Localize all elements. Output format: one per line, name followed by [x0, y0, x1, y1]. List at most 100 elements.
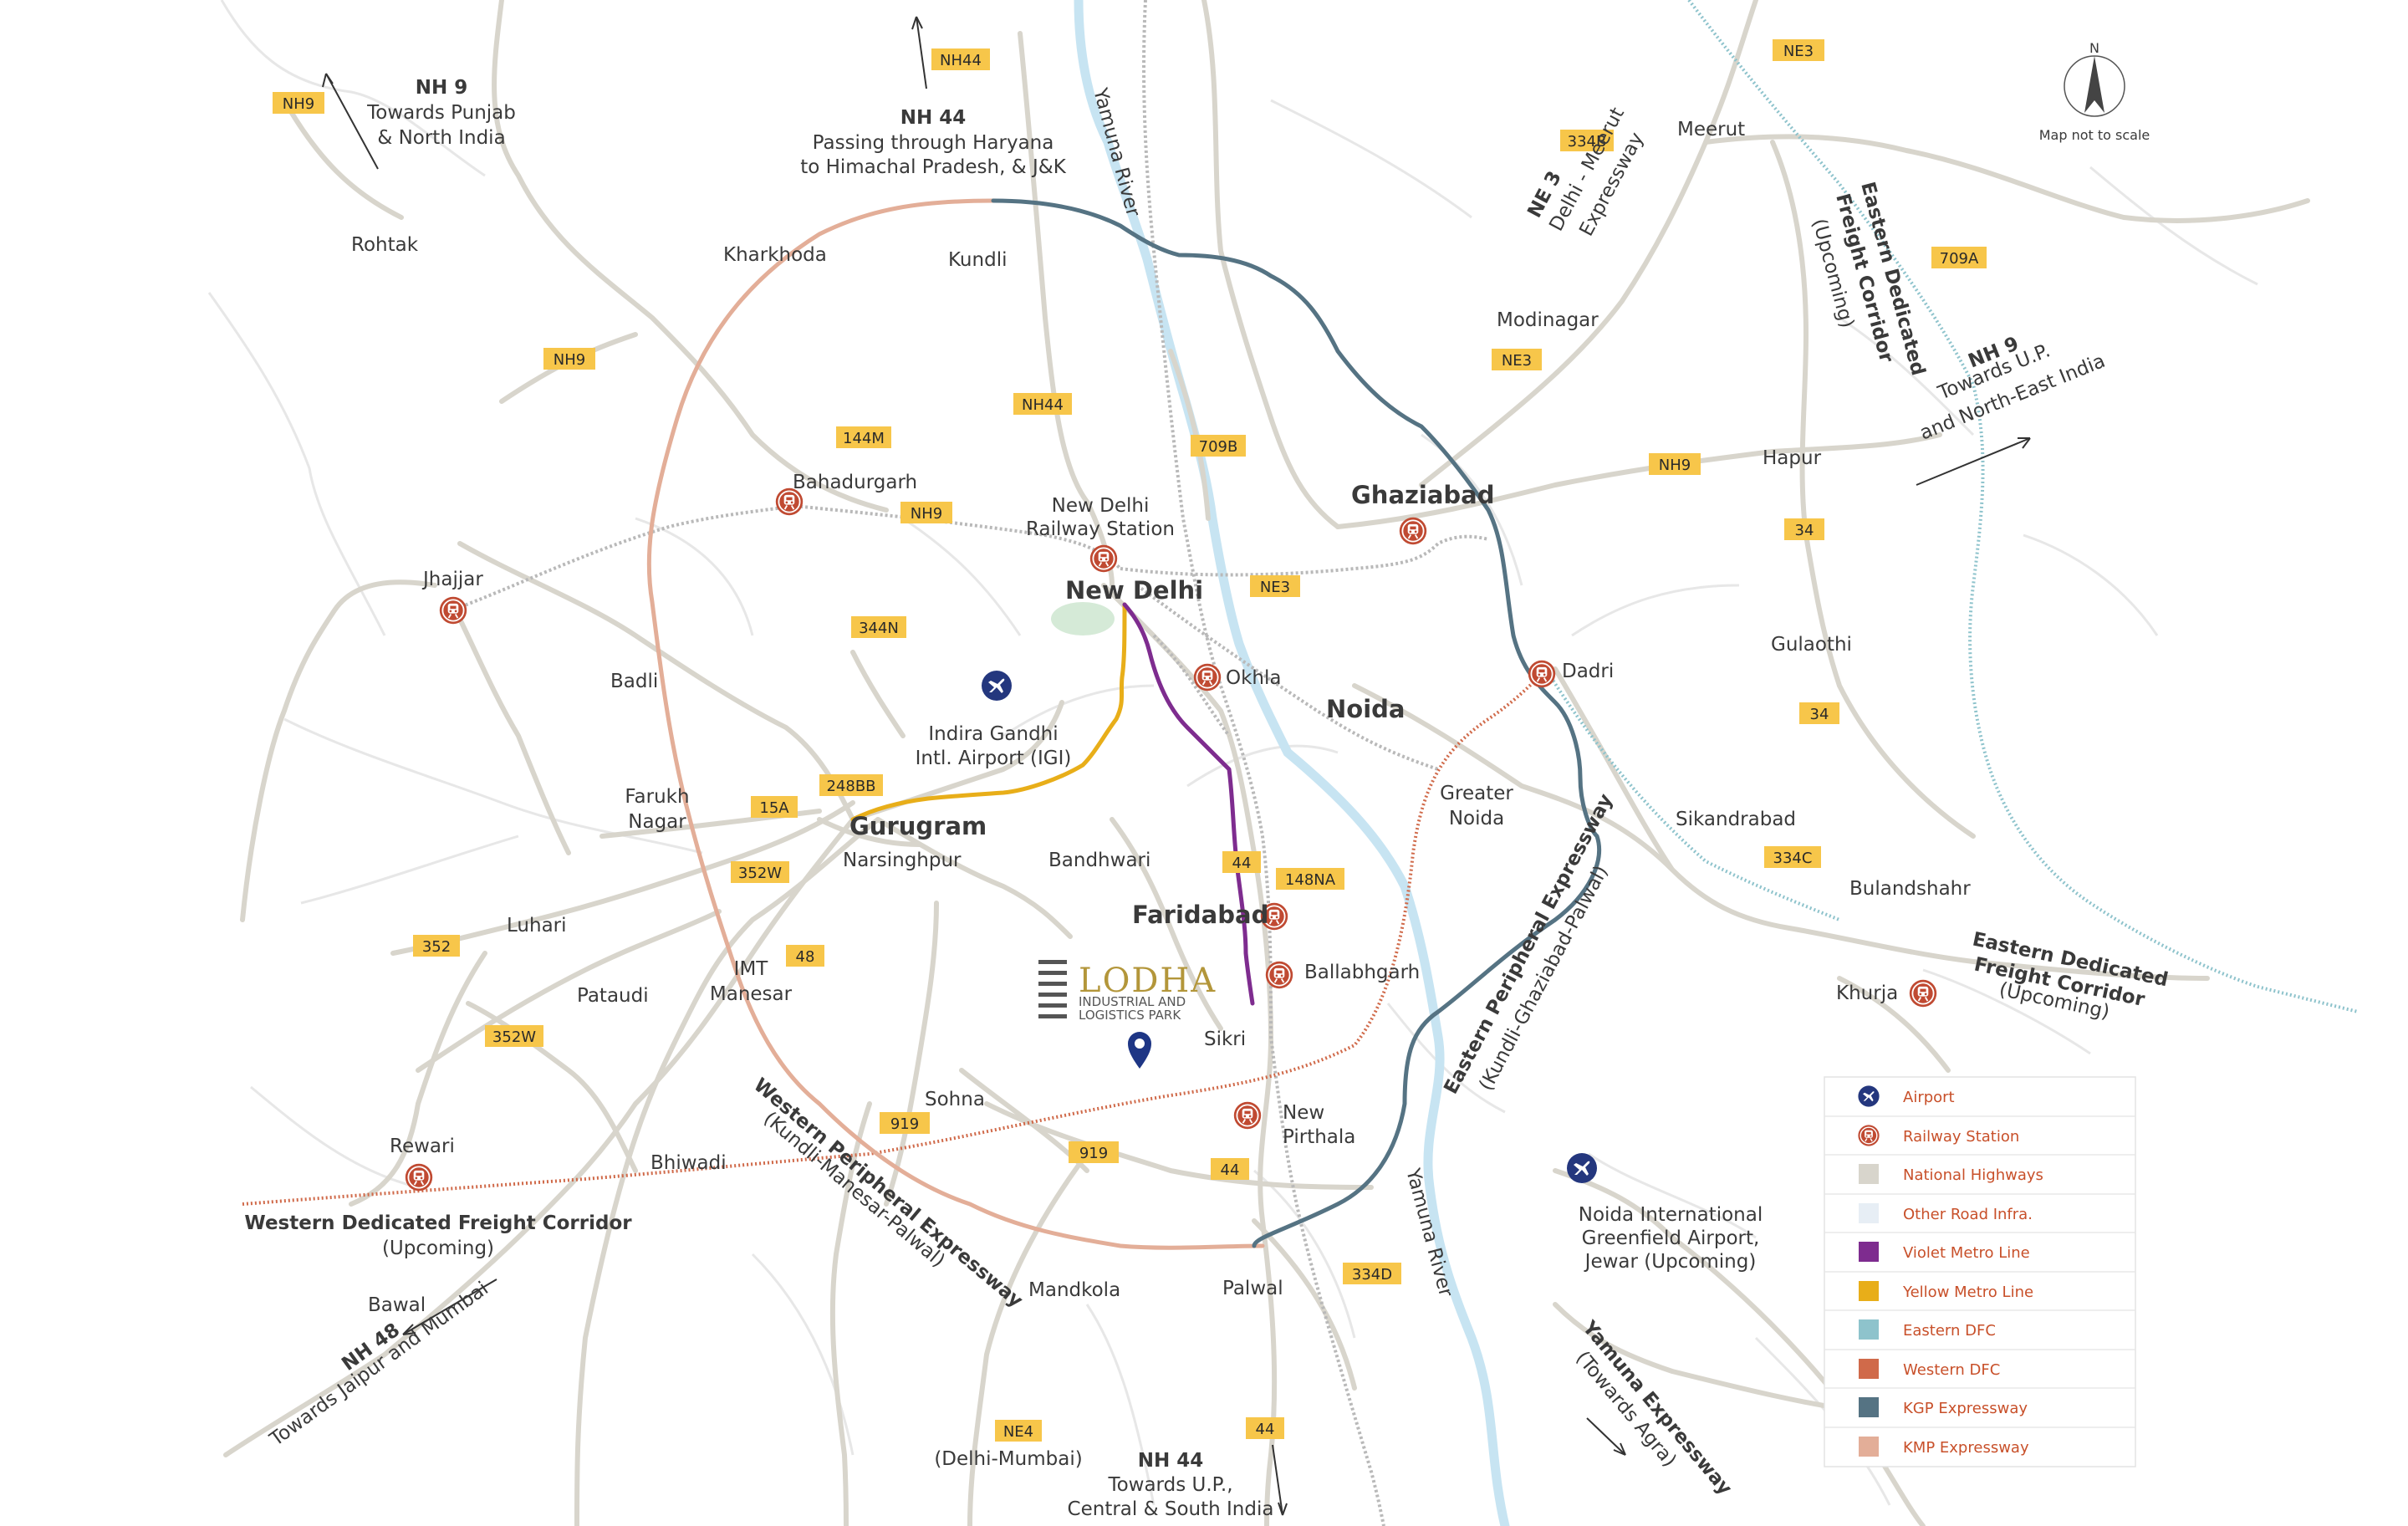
- svg-text:NE4: NE4: [1003, 1423, 1033, 1441]
- badge-144m: 144M: [836, 426, 891, 448]
- station-icon-ghaziabad[interactable]: [1398, 516, 1428, 546]
- badge-44-b: 44: [1211, 1158, 1249, 1180]
- label-noida: Noida: [1326, 695, 1405, 723]
- eastern-dfc-line: [1687, 0, 2359, 1013]
- svg-text:334C: 334C: [1773, 850, 1813, 867]
- station-icon-ballabhgarh[interactable]: [1264, 960, 1294, 990]
- svg-text:709B: 709B: [1199, 438, 1238, 456]
- legend-item-wdfc: Western DFC: [1859, 1359, 2000, 1379]
- svg-text:NH44: NH44: [940, 52, 982, 69]
- legend-airport-icon: [1858, 1085, 1880, 1107]
- legend-item-kmp: KMP Expressway: [1859, 1437, 2029, 1457]
- nh9-nw-title: NH 9: [416, 77, 468, 99]
- badge-nh9-b: NH9: [543, 348, 595, 370]
- scale-note: Map not to scale: [2039, 127, 2150, 143]
- label-ghaziabad: Ghaziabad: [1351, 481, 1495, 509]
- svg-text:NH9: NH9: [283, 95, 314, 113]
- label-gnoida-2: Noida: [1449, 808, 1504, 829]
- nh44-s-line-2: Central & South India: [1068, 1498, 1274, 1520]
- badge-nh44-a: NH44: [931, 48, 990, 70]
- station-icon-new-delhi[interactable]: [1089, 544, 1119, 574]
- project-logo[interactable]: LODHA INDUSTRIAL AND LOGISTICS PARK: [1038, 960, 1217, 1023]
- label-badli: Badli: [610, 671, 658, 692]
- station-icon-new-pirthala[interactable]: [1232, 1100, 1263, 1130]
- badge-344n: 344N: [851, 616, 906, 638]
- label-gnoida-1: Greater: [1440, 783, 1513, 804]
- badge-nh9-d: NH9: [1649, 453, 1701, 475]
- location-pin-icon[interactable]: [1128, 1032, 1151, 1069]
- label-imt-1: IMT: [734, 958, 769, 980]
- kmp-expressway: [646, 198, 1265, 1250]
- legend-rows: [1824, 1115, 2135, 1428]
- label-airport-2: Intl. Airport (IGI): [916, 748, 1072, 769]
- svg-text:NH9: NH9: [554, 351, 585, 369]
- legend-item-railway: Railway Station: [1857, 1124, 2019, 1147]
- label-meerut: Meerut: [1677, 119, 1745, 140]
- wdfc-subtitle: (Upcoming): [382, 1238, 494, 1259]
- label-imt-2: Manesar: [710, 983, 793, 1005]
- label-nd-station-2: Railway Station: [1026, 518, 1175, 540]
- label-airport-1: Indira Gandhi: [928, 723, 1058, 745]
- svg-text:144M: 144M: [843, 430, 885, 447]
- svg-text:Other Road Infra.: Other Road Infra.: [1903, 1206, 2033, 1223]
- badge-ne4: NE4: [995, 1420, 1042, 1442]
- station-icon-dadri[interactable]: [1527, 659, 1557, 689]
- violet-metro-line: [1122, 602, 1255, 1006]
- badge-919-b: 919: [1069, 1141, 1119, 1163]
- legend: Airport Railway Station National Highway…: [1824, 1076, 2136, 1467]
- badge-148na: 148NA: [1276, 868, 1344, 890]
- station-icon-okhla[interactable]: [1192, 662, 1222, 692]
- svg-text:Railway Station: Railway Station: [1903, 1128, 2019, 1146]
- western-dfc-line: [242, 671, 1544, 1206]
- svg-text:248BB: 248BB: [826, 778, 875, 795]
- station-icon-khurja[interactable]: [1908, 978, 1938, 1008]
- label-gulaothi: Gulaothi: [1771, 634, 1852, 656]
- label-kundli: Kundli: [948, 249, 1007, 271]
- legend-swatch-kmp: [1859, 1437, 1879, 1457]
- svg-text:44: 44: [1232, 855, 1252, 872]
- airport-icon-jewar[interactable]: [1567, 1153, 1597, 1183]
- place-labels: Rohtak Kharkhoda Kundli Meerut Modinagar…: [351, 119, 1971, 1316]
- svg-text:NE3: NE3: [1260, 579, 1290, 596]
- svg-text:334B: 334B: [1568, 133, 1607, 151]
- compass-label: N: [2089, 40, 2099, 56]
- badge-nh9-a: NH9: [273, 92, 324, 114]
- legend-swatch-nh: [1859, 1164, 1879, 1184]
- label-sikri: Sikri: [1204, 1028, 1246, 1050]
- svg-text:NH9: NH9: [911, 505, 942, 523]
- badge-48: 48: [786, 945, 824, 967]
- svg-text:National Highways: National Highways: [1903, 1166, 2043, 1184]
- eastern-dfc-link: [1549, 676, 1840, 921]
- compass: N Map not to scale: [2039, 40, 2150, 143]
- badge-709b: 709B: [1191, 435, 1246, 457]
- badge-919-a: 919: [880, 1112, 930, 1134]
- label-gurugram: Gurugram: [849, 812, 987, 840]
- legend-swatch-kgp: [1859, 1397, 1879, 1417]
- nh44-n-title: NH 44: [900, 107, 967, 129]
- label-dadri: Dadri: [1562, 661, 1614, 682]
- airport-icon-igi[interactable]: [982, 671, 1012, 701]
- label-faridabad: Faridabad: [1132, 901, 1268, 929]
- yamuna-north-label: Yamuna River: [1089, 85, 1144, 219]
- label-khurja: Khurja: [1836, 982, 1898, 1004]
- label-new-delhi: New Delhi: [1065, 576, 1203, 605]
- station-icon-jhajjar[interactable]: [438, 595, 468, 625]
- label-mandkola: Mandkola: [1028, 1279, 1120, 1301]
- nh9-nw-line-1: Towards Punjab: [366, 102, 516, 124]
- label-pataudi: Pataudi: [577, 985, 649, 1007]
- nh9-nw-line-2: & North India: [377, 127, 505, 149]
- svg-text:NE3: NE3: [1502, 352, 1532, 370]
- svg-text:919: 919: [1079, 1145, 1108, 1162]
- label-bawal: Bawal: [368, 1294, 426, 1316]
- badge-334d: 334D: [1343, 1263, 1401, 1284]
- station-icon-rewari[interactable]: [404, 1162, 434, 1192]
- label-ballabhgarh: Ballabhgarh: [1304, 962, 1420, 983]
- svg-text:Yellow Metro Line: Yellow Metro Line: [1902, 1284, 2033, 1301]
- label-jewar-1: Noida International: [1579, 1204, 1763, 1226]
- label-farukh-1: Farukh: [625, 786, 689, 808]
- label-rohtak: Rohtak: [351, 234, 419, 256]
- badge-34-b: 34: [1799, 702, 1839, 724]
- railway-lines: [451, 0, 1489, 1526]
- label-rewari: Rewari: [390, 1136, 455, 1157]
